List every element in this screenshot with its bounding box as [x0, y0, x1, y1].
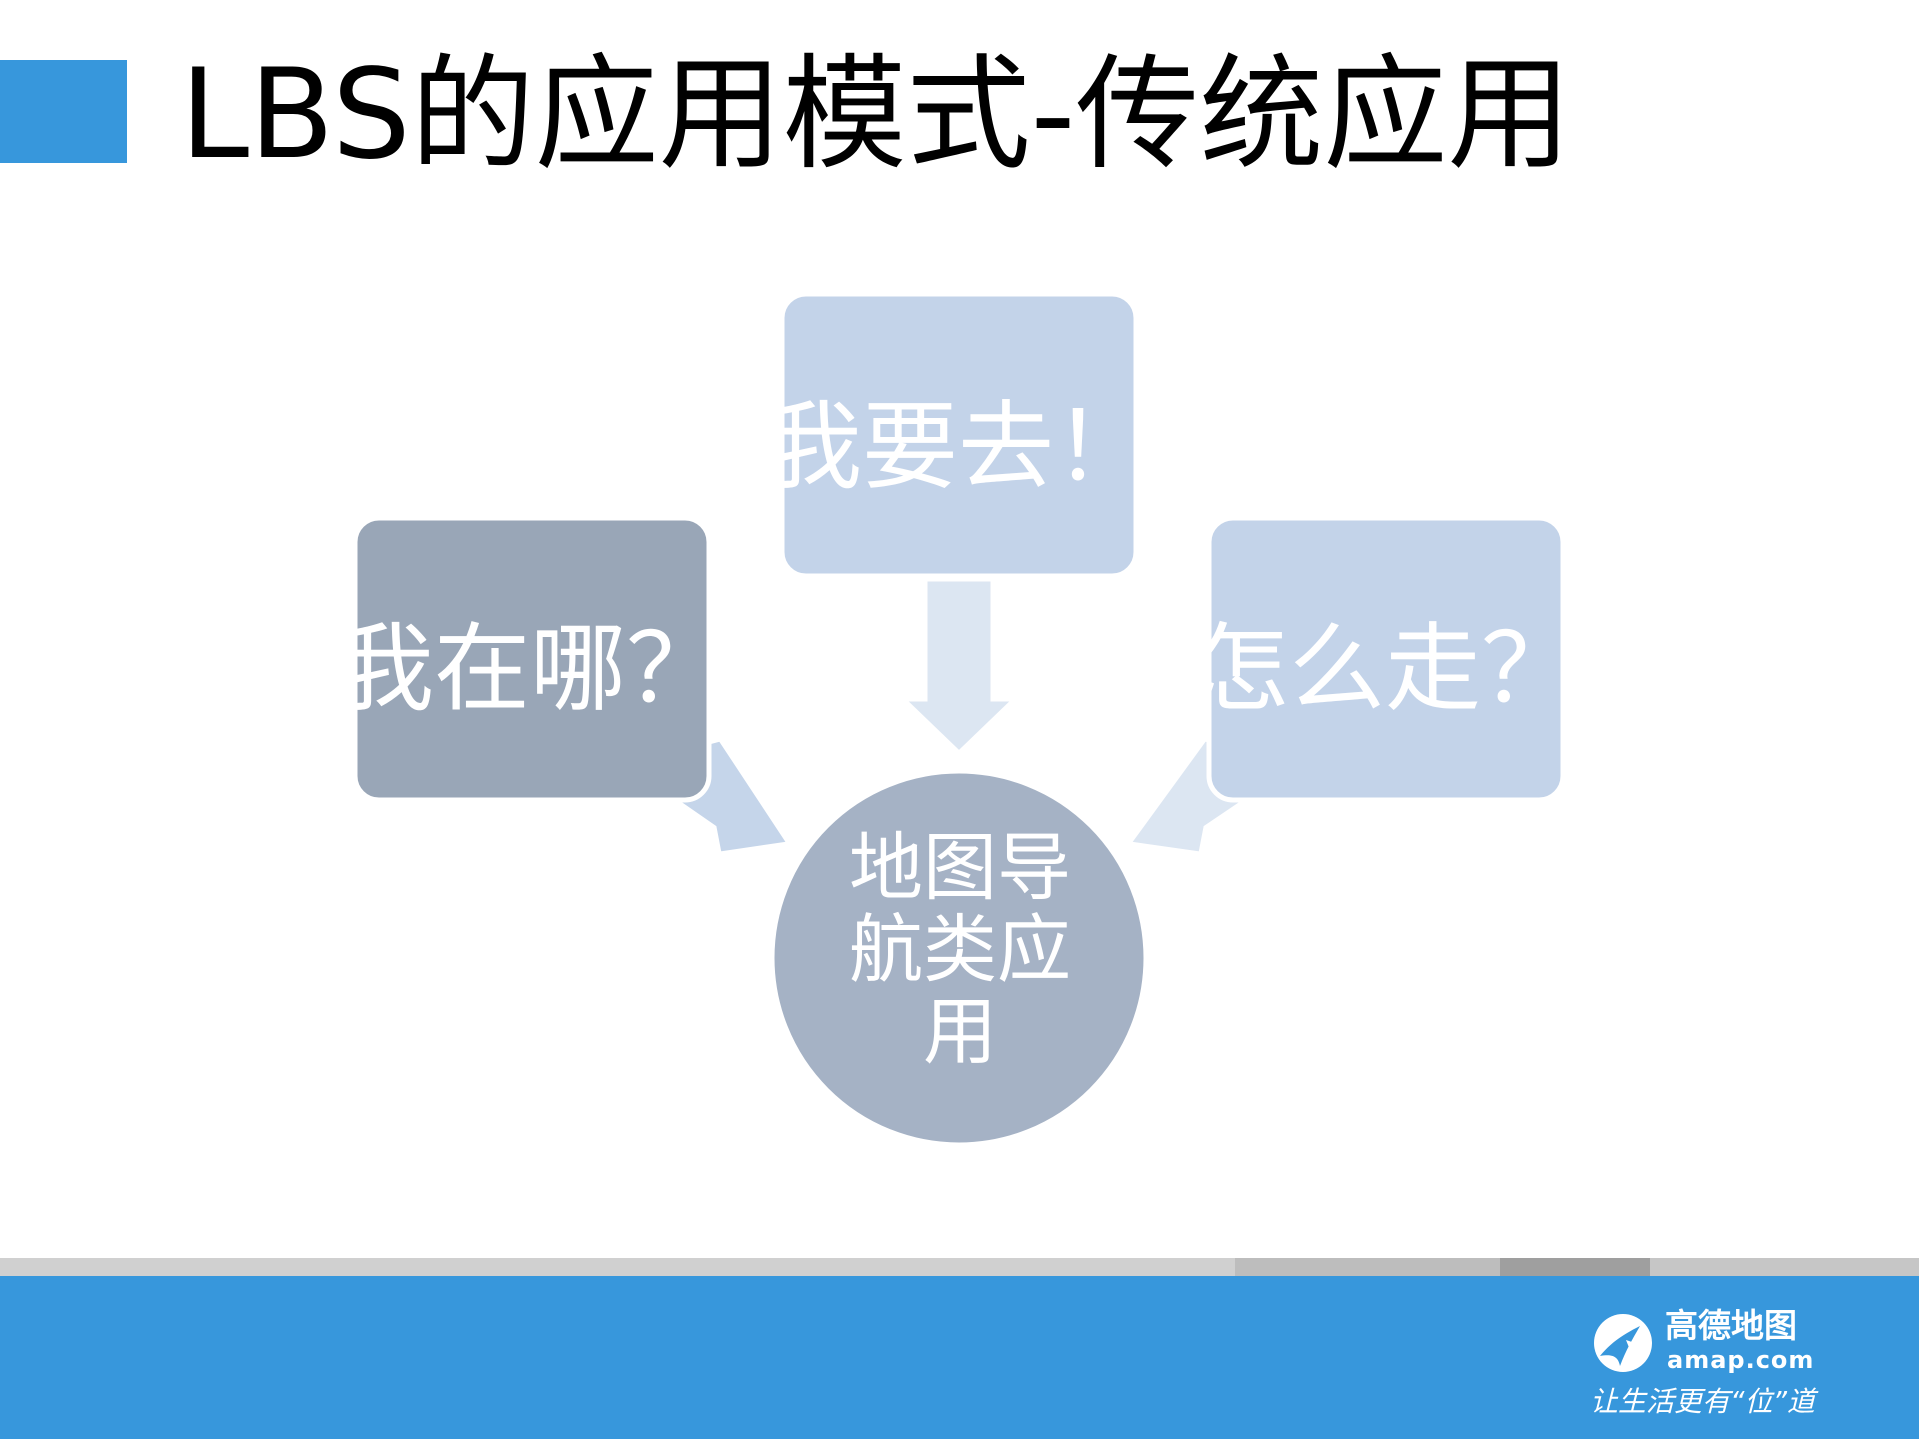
amap-logo-icon [1594, 1314, 1652, 1372]
logo-name: 高德地图 [1665, 1306, 1797, 1345]
logo-slogan: 让生活更有“位”道 [1590, 1385, 1816, 1418]
footer-stripe [0, 1258, 1919, 1276]
node-how-label: 怎么走？ [1193, 612, 1577, 725]
stripe-segment [1235, 1258, 1500, 1276]
stripe-segment [1650, 1258, 1919, 1276]
logo-domain: amap.com [1667, 1346, 1815, 1374]
stripe-segment [1500, 1258, 1650, 1276]
stripe-segment [0, 1258, 1235, 1276]
slide-title: LBS的应用模式-传统应用 [180, 43, 1572, 187]
center-label: 地图导航类应用 [849, 825, 1071, 1075]
node-goto-label: 我要去！ [766, 390, 1150, 503]
amap-logo: 高德地图 amap.com 让生活更有“位”道 [1590, 1306, 1890, 1426]
node-where-label: 我在哪？ [338, 612, 722, 725]
arrow-down [901, 578, 1017, 755]
title-accent-bar [0, 60, 127, 163]
